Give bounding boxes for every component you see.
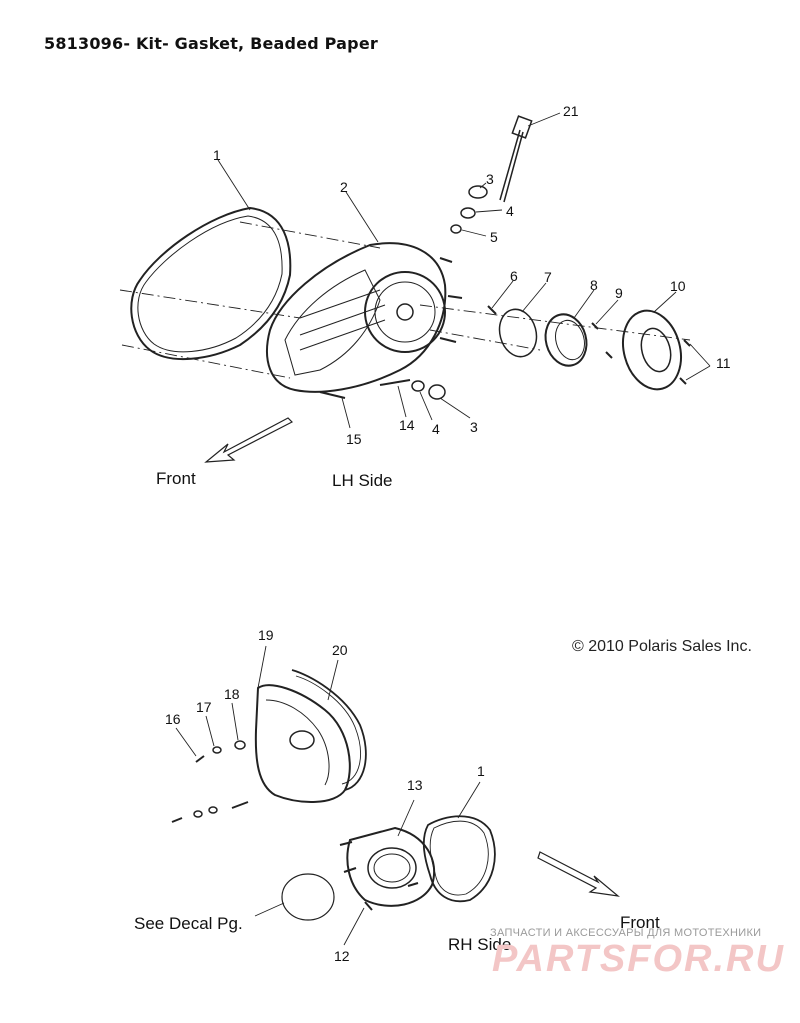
callout-17: 17 [196,699,212,715]
callout-7: 7 [544,269,552,285]
callout-20: 20 [332,642,348,658]
callout-8: 8 [590,277,598,293]
watermark-brand: PARTSFOR.RU [492,938,785,980]
callout-21: 21 [563,103,579,119]
callout-5: 5 [490,229,498,245]
callout-16: 16 [165,711,181,727]
callout-15: 15 [346,431,362,447]
outer-cover-lh [266,242,447,393]
inspection-cover [544,313,588,367]
callout-3-lower: 3 [470,419,478,435]
bolt-14 [379,379,411,386]
front-arrow-rh [537,851,621,897]
callout-11: 11 [716,355,731,371]
lh-side-label: LH Side [332,471,393,490]
front-label-lh: Front [156,469,196,488]
callout-3: 3 [486,171,494,187]
plug-3-top [468,185,488,199]
trim-ring [622,309,682,391]
callout-18: 18 [224,686,240,702]
inspection-gasket [498,308,538,358]
callout-12: 12 [334,948,350,964]
callout-19: 19 [258,627,274,643]
callout-2: 2 [340,179,348,195]
gasket-lh [130,206,292,361]
washer-5 [450,224,462,234]
primary-cover-rh [346,826,436,907]
callout-14: 14 [399,417,415,433]
rh-side-label: RH Side [448,935,512,954]
oring-4-top [460,207,476,219]
front-arrow-lh [204,417,294,463]
see-decal-label: See Decal Pg. [134,914,243,933]
gasket-rh [422,815,496,903]
stator-cover [254,684,351,803]
clutch-housing [364,271,446,353]
callout-1: 1 [213,147,221,163]
callout-4: 4 [506,203,514,219]
page-title: 5813096- Kit- Gasket, Beaded Paper [44,34,378,53]
stator-gasket [291,669,367,791]
watermark-tagline: ЗАПЧАСТИ И АКСЕССУАРЫ ДЛЯ МОТОТЕХНИКИ [490,927,762,939]
callout-4-lower: 4 [432,421,440,437]
decal-disc [281,873,335,921]
copyright-text: © 2010 Polaris Sales Inc. [572,638,752,655]
callout-9: 9 [615,285,623,301]
front-label-rh: Front [620,913,660,932]
callout-10: 10 [670,278,686,294]
callout-6: 6 [510,268,518,284]
callout-13: 13 [407,777,423,793]
dipstick [499,129,524,203]
callout-1-rh: 1 [477,763,485,779]
